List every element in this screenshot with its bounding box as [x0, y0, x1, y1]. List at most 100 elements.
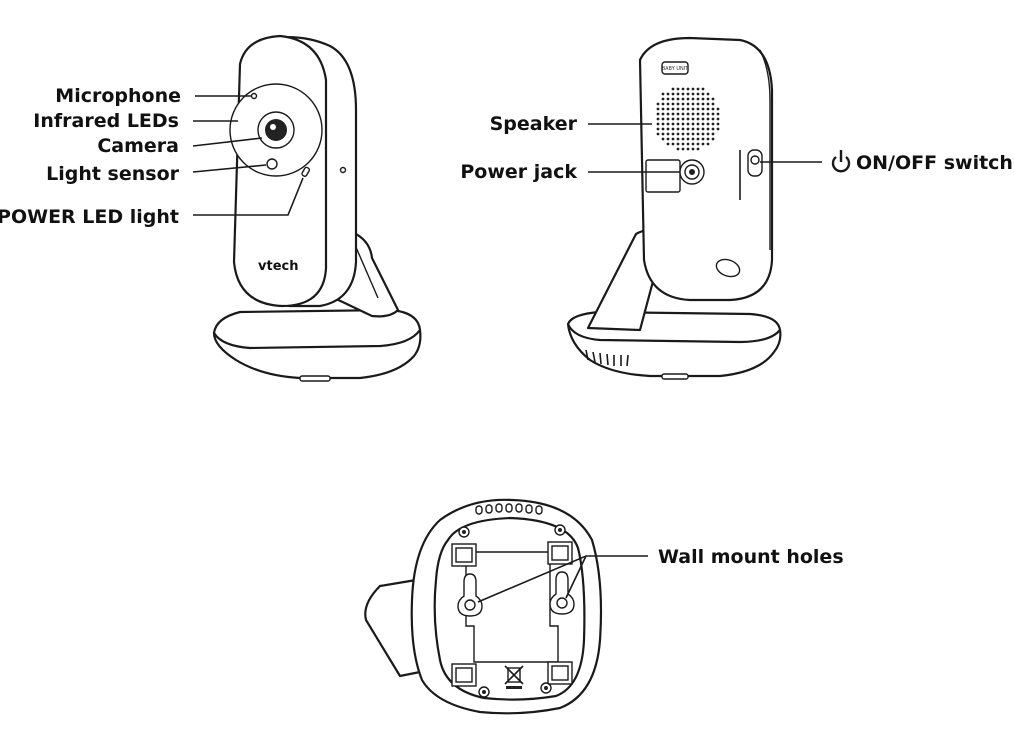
camera-lens [265, 119, 287, 141]
grille-hole [686, 137, 690, 141]
grille-hole [666, 127, 670, 131]
grille-hole [676, 132, 680, 136]
grille-hole [681, 132, 685, 136]
grille-hole [661, 132, 665, 136]
grille-hole [711, 107, 715, 111]
grille-hole [656, 112, 660, 116]
grille-hole [696, 92, 700, 96]
grille-hole [666, 107, 670, 111]
grille-hole [711, 132, 715, 136]
grille-hole [696, 132, 700, 136]
grille-hole [666, 122, 670, 126]
label-on-off-switch: ON/OFF switch [856, 152, 1013, 174]
label-microphone: Microphone [55, 85, 181, 107]
speaker-grille [656, 87, 720, 151]
grille-hole [691, 87, 695, 91]
grille-hole [706, 112, 710, 116]
grille-hole [671, 87, 675, 91]
grille-hole [716, 107, 720, 111]
grille-hole [696, 97, 700, 101]
grille-hole [706, 127, 710, 131]
wall-mount-hole-left [457, 573, 483, 617]
bottom-view: Wall mount holes [364, 498, 844, 715]
label-light-sensor: Light sensor [46, 163, 180, 185]
grille-hole [696, 107, 700, 111]
grille-hole [701, 107, 705, 111]
grille-hole [671, 92, 675, 96]
grille-hole [671, 97, 675, 101]
grille-hole [711, 127, 715, 131]
grille-hole [696, 117, 700, 121]
grille-hole [686, 112, 690, 116]
grille-hole [711, 122, 715, 126]
bottom-stand [364, 578, 422, 678]
grille-hole [671, 137, 675, 141]
grille-hole [696, 102, 700, 106]
base-vents [585, 349, 629, 367]
grille-hole [681, 97, 685, 101]
grille-hole [686, 107, 690, 111]
grille-hole [691, 127, 695, 131]
grille-hole [706, 92, 710, 96]
back-view: BABY UNIT Speaker Power jack ON/OFF swit… [460, 36, 1013, 380]
grille-hole [656, 127, 660, 131]
grille-hole [696, 127, 700, 131]
grille-hole [676, 92, 680, 96]
grille-hole [676, 147, 680, 151]
grille-hole [676, 137, 680, 141]
grille-hole [656, 132, 660, 136]
grille-hole [701, 112, 705, 116]
grille-hole [691, 142, 695, 146]
grille-hole [686, 87, 690, 91]
grille-hole [681, 127, 685, 131]
label-camera: Camera [97, 135, 179, 157]
grille-hole [681, 147, 685, 151]
grille-hole [706, 97, 710, 101]
grille-hole [666, 112, 670, 116]
grille-hole [671, 127, 675, 131]
grille-hole [681, 92, 685, 96]
power-icon [831, 150, 851, 173]
grille-hole [686, 122, 690, 126]
grille-hole [701, 92, 705, 96]
grille-hole [701, 137, 705, 141]
grille-hole [676, 127, 680, 131]
grille-hole [686, 102, 690, 106]
grille-hole [691, 137, 695, 141]
grille-hole [661, 127, 665, 131]
grille-hole [711, 97, 715, 101]
grille-hole [701, 142, 705, 146]
grille-hole [701, 102, 705, 106]
grille-hole [711, 137, 715, 141]
label-wall-mount-holes: Wall mount holes [658, 546, 844, 568]
grille-hole [671, 112, 675, 116]
grille-hole [686, 97, 690, 101]
grille-hole [706, 122, 710, 126]
grille-hole [711, 117, 715, 121]
grille-hole [681, 107, 685, 111]
label-infrared-leds: Infrared LEDs [33, 110, 179, 132]
grille-hole [701, 87, 705, 91]
grille-hole [706, 117, 710, 121]
label-speaker: Speaker [490, 113, 578, 135]
grille-hole [681, 112, 685, 116]
grille-hole [686, 142, 690, 146]
grille-hole [711, 112, 715, 116]
grille-hole [666, 137, 670, 141]
grille-hole [681, 142, 685, 146]
grille-hole [711, 102, 715, 106]
grille-hole [701, 132, 705, 136]
grille-hole [691, 132, 695, 136]
grille-hole [661, 112, 665, 116]
grille-hole [716, 122, 720, 126]
grille-hole [661, 107, 665, 111]
grille-hole [666, 132, 670, 136]
grille-hole [681, 117, 685, 121]
grille-hole [706, 137, 710, 141]
grille-hole [696, 122, 700, 126]
power-led [301, 166, 311, 177]
grille-hole [716, 117, 720, 121]
grille-hole [661, 137, 665, 141]
grille-hole [676, 87, 680, 91]
grille-hole [706, 107, 710, 111]
